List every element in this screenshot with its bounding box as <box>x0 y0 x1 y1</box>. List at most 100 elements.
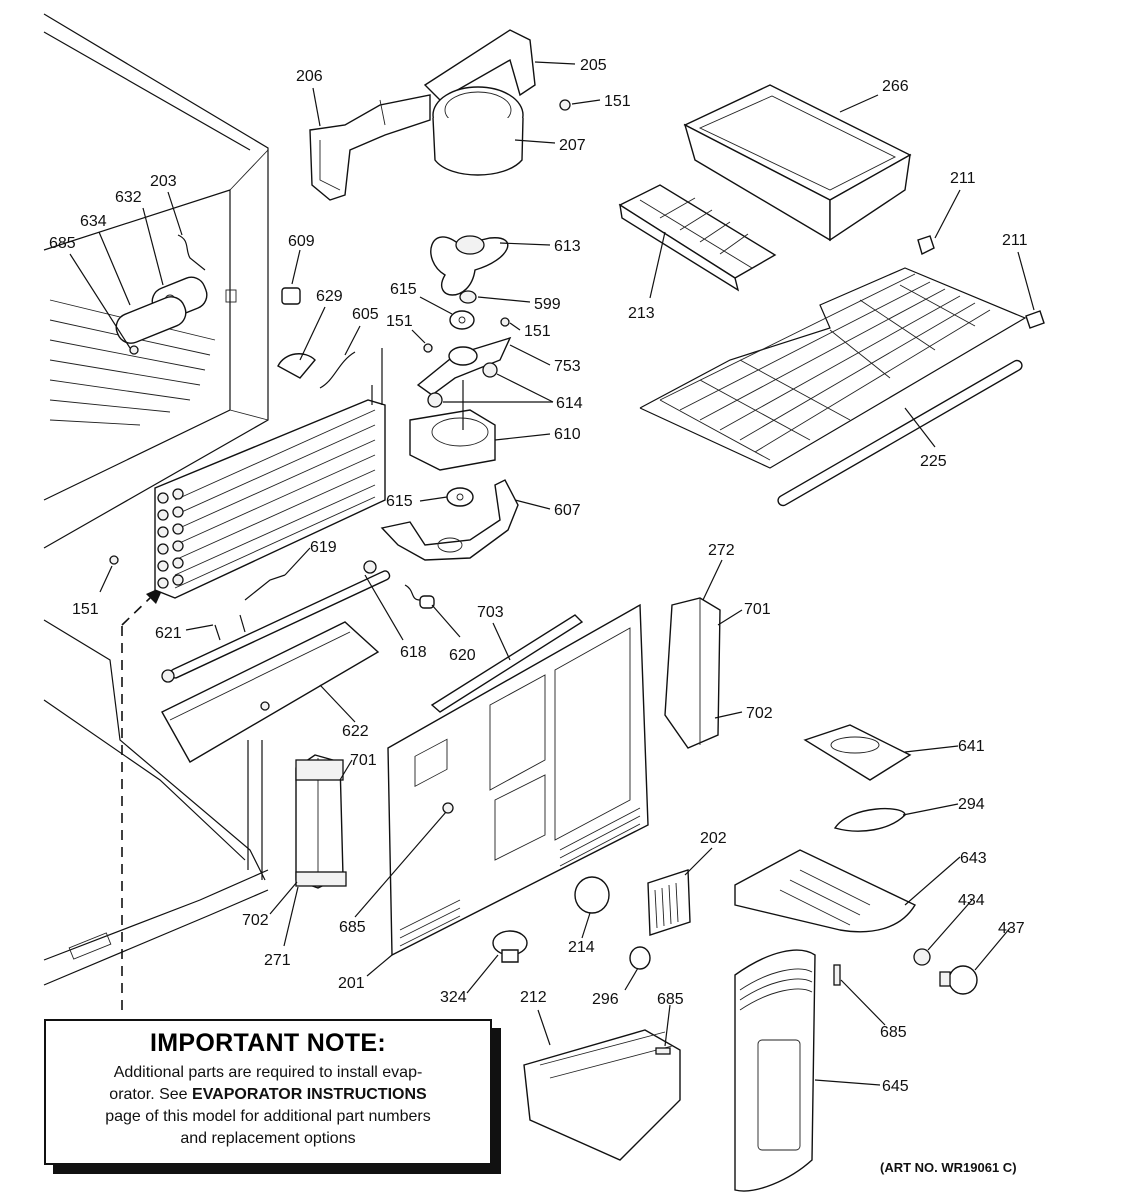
note-line-2: orator. See EVAPORATOR INSTRUCTIONS <box>46 1084 490 1106</box>
part-151-screw-mid <box>423 317 510 353</box>
part-212-control-housing <box>523 1029 681 1161</box>
note-title: IMPORTANT NOTE: <box>150 1029 386 1057</box>
part-206-fan-housing <box>309 94 431 201</box>
callout-607: 607 <box>554 502 581 519</box>
part-634-light-shield <box>115 296 187 344</box>
callout-201: 201 <box>338 975 365 992</box>
callout-614: 614 <box>556 395 583 412</box>
callout-618: 618 <box>400 644 427 661</box>
callout-225: 225 <box>920 453 947 470</box>
callout-207: 207 <box>559 137 586 154</box>
callout-271: 271 <box>264 952 291 969</box>
part-609-clip <box>281 287 301 305</box>
callout-151: 151 <box>524 323 551 340</box>
callout-212: 212 <box>520 989 547 1006</box>
callout-702: 702 <box>242 912 269 929</box>
part-613-fan-blade <box>430 235 509 296</box>
note-line-4: and replacement options <box>180 1130 356 1147</box>
part-619-bracket <box>244 574 286 601</box>
callout-685: 685 <box>339 919 366 936</box>
callout-629: 629 <box>316 288 343 305</box>
part-685-screw-bottom <box>655 1047 671 1055</box>
part-685-screw <box>129 345 139 355</box>
callout-294: 294 <box>958 796 985 813</box>
callout-labels: 205 206 151 207 266 203 632 634 685 609 … <box>49 57 1028 1095</box>
part-324-knob <box>492 930 528 963</box>
part-615-grommet-bottom <box>446 487 474 507</box>
callout-703: 703 <box>477 604 504 621</box>
callout-645: 645 <box>882 1078 909 1095</box>
callout-615: 615 <box>386 493 413 510</box>
callout-753: 753 <box>554 358 581 375</box>
part-618-heater <box>161 560 391 683</box>
note-line-3: page of this model for additional part n… <box>105 1108 431 1125</box>
callout-205: 205 <box>580 57 607 74</box>
art-number: (ART NO. WR19061 C) <box>880 1160 1017 1175</box>
part-272-duct-right <box>664 597 721 749</box>
callout-622: 622 <box>342 723 369 740</box>
part-207-fan-shroud <box>432 86 524 176</box>
callout-609: 609 <box>288 233 315 250</box>
part-614-grommets <box>427 362 498 408</box>
callout-701: 701 <box>350 752 377 769</box>
callout-151: 151 <box>72 601 99 618</box>
part-629-clamp <box>277 353 316 379</box>
callout-266: 266 <box>882 78 909 95</box>
callout-685: 685 <box>657 991 684 1008</box>
callout-203: 203 <box>150 173 177 190</box>
part-211-shelf-stop-left <box>917 235 935 256</box>
callout-613: 613 <box>554 238 581 255</box>
callout-643: 643 <box>960 850 987 867</box>
callout-599: 599 <box>534 296 561 313</box>
callout-214: 214 <box>568 939 595 956</box>
callout-634: 634 <box>80 213 107 230</box>
part-621-clip <box>214 614 246 641</box>
important-note-box: IMPORTANT NOTE: Additional parts are req… <box>44 1019 492 1165</box>
part-685-screw-panel <box>442 802 454 814</box>
part-607-motor-bracket <box>380 479 519 561</box>
callout-296: 296 <box>592 991 619 1008</box>
part-643-light-housing <box>734 849 916 933</box>
callout-202: 202 <box>700 830 727 847</box>
note-line-1: Additional parts are required to install… <box>113 1064 423 1081</box>
part-599-hub <box>459 290 477 304</box>
part-605-tube <box>319 351 356 389</box>
callout-605: 605 <box>352 306 379 323</box>
part-213-ice-tray <box>618 184 777 292</box>
part-620-thermostat <box>404 584 435 609</box>
callout-632: 632 <box>115 189 142 206</box>
callout-437: 437 <box>998 920 1025 937</box>
callout-211: 211 <box>950 170 976 187</box>
callout-621: 621 <box>155 625 182 642</box>
part-151-screw-left <box>109 555 119 565</box>
callout-620: 620 <box>449 647 476 664</box>
part-214-plug <box>574 876 610 914</box>
part-434-socket <box>913 948 931 966</box>
callout-272: 272 <box>708 542 735 559</box>
cabinet-liner <box>43 13 269 986</box>
callout-213: 213 <box>628 305 655 322</box>
part-266-ice-bucket <box>683 84 912 242</box>
part-201-back-panel <box>387 603 649 957</box>
callout-434: 434 <box>958 892 985 909</box>
callout-324: 324 <box>440 989 467 1006</box>
callout-211: 211 <box>1002 232 1028 249</box>
callout-641: 641 <box>958 738 985 755</box>
part-211-shelf-stop-right <box>1025 310 1045 329</box>
evaporator-coil <box>154 348 386 599</box>
part-703-seal <box>430 614 584 713</box>
part-294-light-shield <box>833 807 906 832</box>
callout-701: 701 <box>744 601 771 618</box>
part-641-light-lens <box>803 724 912 781</box>
part-610-fan-motor <box>409 380 496 471</box>
leader-lines <box>69 61 1035 1086</box>
part-685-screw-right <box>833 964 841 986</box>
install-direction-arrow <box>121 586 164 1010</box>
part-202-grille <box>647 869 691 936</box>
callout-685: 685 <box>49 235 76 252</box>
part-622-drain-trough <box>161 621 380 763</box>
part-225-wire-shelf <box>639 267 1027 507</box>
part-151-screw-top <box>559 99 571 111</box>
part-615-grommet-top <box>449 310 475 330</box>
